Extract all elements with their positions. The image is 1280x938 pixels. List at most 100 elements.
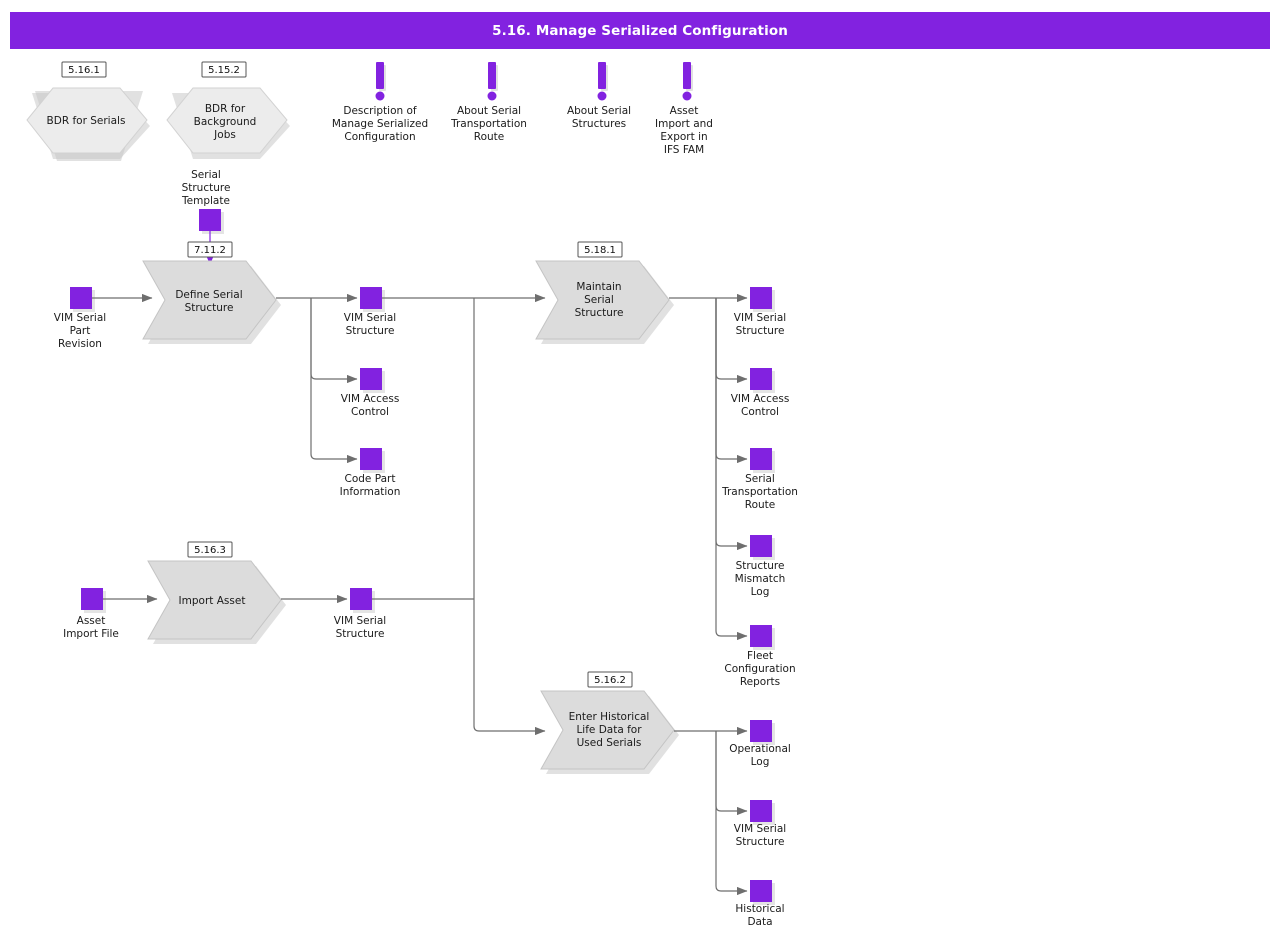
d3-label-line1: Code Part	[345, 473, 396, 485]
sst-label-line2: Structure	[182, 182, 231, 194]
info-label-4-line1: Asset	[670, 105, 699, 117]
m1-label-line2: Structure	[736, 325, 785, 337]
hexagon-label-bdr-bg-1: BDR for	[205, 103, 246, 115]
data-square-vim-serial-structure-4	[750, 800, 772, 822]
m1-label-line1: VIM Serial	[734, 312, 786, 324]
info-label-4-line3: Export in	[660, 131, 707, 143]
info-marker-asset-import-export-ifs-fam[interactable]: Asset Import and Export in IFS FAM	[655, 62, 713, 156]
data-square-vim-serial-part-revision	[70, 287, 92, 309]
connector-trunk-to-historical	[473, 298, 546, 736]
process-label-p2-line2: Serial	[584, 294, 614, 306]
process-label-p1-line2: Structure	[185, 302, 234, 314]
m3-label-line3: Route	[745, 499, 775, 511]
data-object-vim-serial-part-revision[interactable]: VIM Serial Part Revision	[54, 287, 106, 350]
process-label-p4-line3: Used Serials	[577, 737, 642, 749]
connector-define-to-vac	[310, 298, 358, 384]
ref-label-hex2: 5.15.2	[208, 65, 240, 76]
info-marker-about-serial-transportation-route[interactable]: About Serial Transportation Route	[450, 62, 527, 143]
ref-box-p1	[187, 241, 233, 258]
sst-label-line3: Template	[181, 195, 230, 207]
hexagon-label-bdr-bg-3: Jobs	[213, 129, 236, 141]
h1-label-line1: Operational	[729, 743, 791, 755]
process-maintain-serial-structure[interactable]: 5.18.1 Maintain Serial Structure	[535, 241, 674, 344]
ref-label-p1: 7.11.2	[194, 245, 226, 256]
data-square-serial-transportation-route	[750, 448, 772, 470]
data-square-vim-serial-structure-3	[350, 588, 372, 610]
info-label-3-line2: Structures	[572, 118, 626, 130]
exclamation-icon	[683, 62, 691, 89]
data-object-define-out-vim-serial-structure[interactable]: VIM Serial Structure	[344, 287, 396, 337]
data-object-historical-out-operational-log[interactable]: Operational Log	[729, 720, 791, 768]
m4-label-line2: Mismatch	[735, 573, 786, 585]
info-label-1-line2: Manage Serialized	[332, 118, 428, 130]
process-import-asset[interactable]: 5.16.3 Import Asset	[147, 541, 286, 644]
data-object-asset-import-file[interactable]: Asset Import File	[63, 588, 119, 640]
data-object-import-out-vim-serial-structure[interactable]: VIM Serial Structure	[334, 588, 386, 640]
ref-label-hex1: 5.16.1	[68, 65, 100, 76]
sst-label-line1: Serial	[191, 169, 221, 181]
m3-label-line2: Transportation	[721, 486, 798, 498]
data-object-historical-out-historical-data[interactable]: Historical Data	[735, 880, 785, 928]
info-label-3-line1: About Serial	[567, 105, 631, 117]
m5-label-line3: Reports	[740, 676, 780, 688]
m4-label-line1: Structure	[736, 560, 785, 572]
m2-label-line1: VIM Access	[731, 393, 790, 405]
data-object-maintain-out-vim-serial-structure[interactable]: VIM Serial Structure	[734, 287, 786, 337]
data-object-define-out-vim-access-control[interactable]: VIM Access Control	[341, 368, 400, 418]
exclamation-icon	[488, 62, 496, 89]
aif-label-line1: Asset	[77, 615, 106, 627]
data-object-maintain-out-serial-transportation-route[interactable]: Serial Transportation Route	[721, 448, 798, 511]
process-label-p2-line3: Structure	[575, 307, 624, 319]
process-define-serial-structure[interactable]: 7.11.2 Define Serial Structure	[142, 241, 281, 344]
hexagon-bdr-for-background-jobs[interactable]: 5.15.2 BDR for Background Jobs	[166, 61, 290, 159]
hexagon-label-bdr-bg-2: Background	[194, 116, 257, 128]
h2-label-line2: Structure	[736, 836, 785, 848]
info-label-2-line1: About Serial	[457, 105, 521, 117]
data-square-historical-data	[750, 880, 772, 902]
data-object-maintain-out-vim-access-control[interactable]: VIM Access Control	[731, 368, 790, 418]
io-label-line1: VIM Serial	[334, 615, 386, 627]
data-object-maintain-out-structure-mismatch-log[interactable]: Structure Mismatch Log	[735, 535, 786, 598]
ref-label-p3: 5.16.3	[194, 545, 226, 556]
exclamation-dot-icon	[375, 91, 385, 101]
data-object-serial-structure-template[interactable]: Serial Structure Template	[181, 169, 230, 234]
process-label-p1-line1: Define Serial	[175, 289, 242, 301]
h3-label-line2: Data	[747, 916, 772, 928]
info-marker-about-serial-structures[interactable]: About Serial Structures	[567, 62, 631, 130]
io-label-line2: Structure	[336, 628, 385, 640]
page-header-bar: 5.16. Manage Serialized Configuration	[10, 12, 1270, 49]
hexagon-bdr-for-serials[interactable]: 5.16.1 BDR for Serials	[26, 61, 150, 161]
m5-label-line2: Configuration	[724, 663, 795, 675]
d1-label-line1: VIM Serial	[344, 312, 396, 324]
data-object-historical-out-vim-serial-structure[interactable]: VIM Serial Structure	[734, 800, 786, 848]
ref-box-hex2	[201, 61, 247, 78]
data-square-vim-access-control-2	[750, 368, 772, 390]
h3-label-line1: Historical	[735, 903, 784, 915]
m2-label-line2: Control	[741, 406, 779, 418]
info-label-2-line2: Transportation	[450, 118, 527, 130]
vspr-label-line3: Revision	[58, 338, 102, 350]
data-square-vim-serial-structure-2	[750, 287, 772, 309]
hexagon-label-bdr-serials: BDR for Serials	[47, 115, 126, 127]
ref-label-p4: 5.16.2	[594, 675, 626, 686]
connector-maintain-to-fcr	[715, 298, 748, 641]
data-square-vim-serial-structure-1	[360, 287, 382, 309]
vspr-label-line1: VIM Serial	[54, 312, 106, 324]
data-square-structure-mismatch-log	[750, 535, 772, 557]
exclamation-icon	[598, 62, 606, 89]
d1-label-line2: Structure	[346, 325, 395, 337]
data-object-define-out-code-part-information[interactable]: Code Part Information	[340, 448, 401, 498]
data-object-maintain-out-fleet-configuration-reports[interactable]: Fleet Configuration Reports	[724, 625, 796, 688]
exclamation-dot-icon	[487, 91, 497, 101]
process-enter-historical-life-data[interactable]: 5.16.2 Enter Historical Life Data for Us…	[540, 671, 679, 774]
h2-label-line1: VIM Serial	[734, 823, 786, 835]
info-marker-description-manage-serialized-configuration[interactable]: Description of Manage Serialized Configu…	[332, 62, 428, 143]
info-label-1-line3: Configuration	[344, 131, 415, 143]
connector-maintain-to-vac	[715, 298, 748, 384]
data-square-asset-import-file	[81, 588, 103, 610]
process-label-p4-line1: Enter Historical	[569, 711, 650, 723]
info-label-4-line4: IFS FAM	[664, 144, 704, 156]
info-label-2-line3: Route	[474, 131, 504, 143]
